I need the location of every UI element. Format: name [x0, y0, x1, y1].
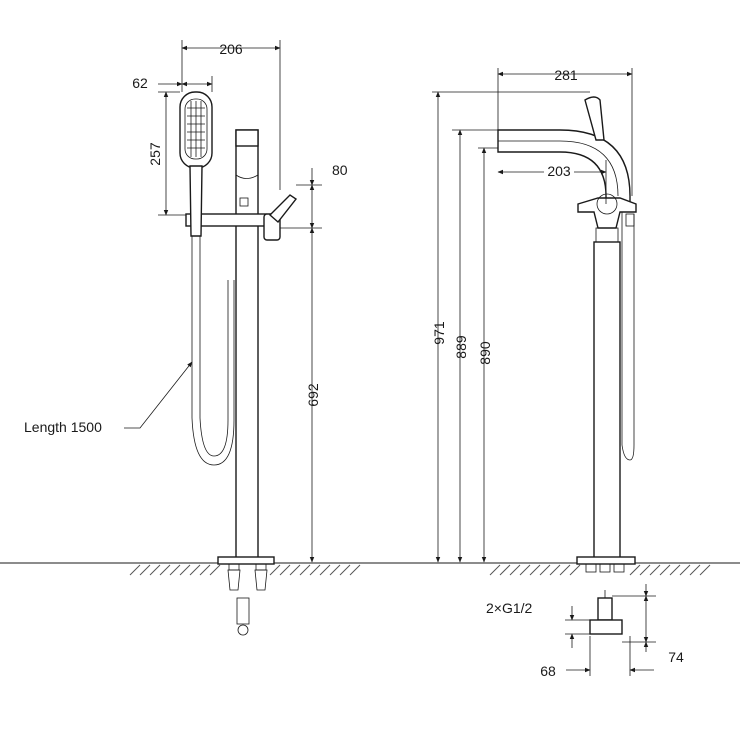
right-valve [577, 197, 637, 229]
dim-890: 890 [477, 341, 493, 365]
left-hose [191, 236, 235, 466]
dim-971: 971 [431, 321, 447, 345]
dim-281: 281 [554, 67, 578, 83]
right-shower-head [584, 96, 605, 141]
floor-hatch-left [129, 564, 361, 576]
right-faucet [497, 96, 637, 635]
left-base-plate [217, 556, 275, 565]
dim-692: 692 [305, 383, 321, 407]
dim-74: 74 [668, 649, 684, 665]
floor [0, 562, 740, 576]
dim-889: 889 [453, 335, 469, 359]
dim-68: 68 [540, 663, 556, 679]
floor-hatch-right [489, 564, 711, 576]
hose-length-label: Length 1500 [24, 419, 102, 435]
hand-shower [179, 91, 213, 237]
left-column [235, 129, 259, 561]
right-connection-fitting [589, 590, 623, 635]
right-base-plate [576, 556, 636, 565]
right-column [593, 241, 621, 559]
left-faucet [179, 91, 298, 636]
left-dimensions [124, 40, 322, 563]
right-dimensions [432, 68, 656, 676]
dim-80: 80 [332, 162, 348, 178]
dim-203: 203 [547, 163, 571, 179]
left-spout-top [235, 129, 259, 147]
left-lever-handle [268, 194, 298, 224]
dim-206: 206 [219, 41, 243, 57]
dim-g12: 2×G1/2 [486, 600, 533, 616]
dim-257: 257 [147, 142, 163, 166]
dim-62: 62 [132, 75, 148, 91]
